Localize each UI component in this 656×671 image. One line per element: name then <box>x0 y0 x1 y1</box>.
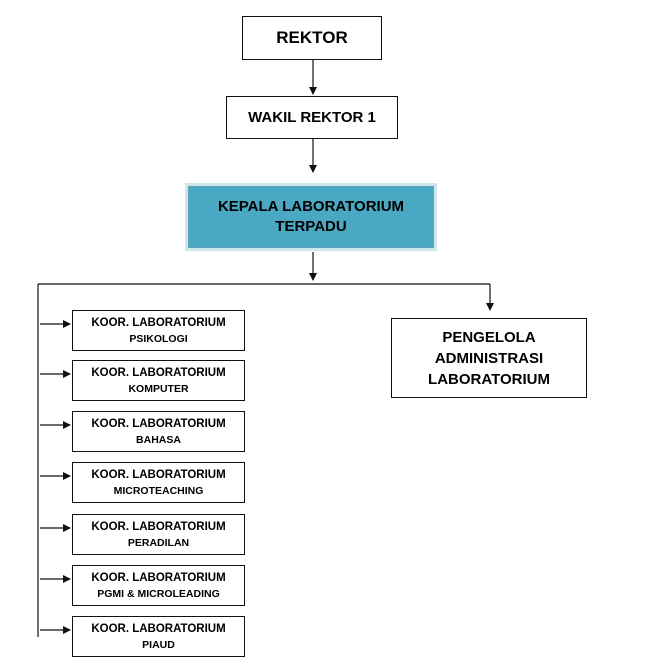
pengelola-administrasi-box: PENGELOLA ADMINISTRASI LABORATORIUM <box>391 318 587 398</box>
koor-unit-label: KOMPUTER <box>128 383 189 395</box>
koor-unit-label: PGMI & MICROLEADING <box>97 588 220 600</box>
koor-box: KOOR. LABORATORIUM MICROTEACHING <box>72 462 245 503</box>
koor-unit-label: MICROTEACHING <box>113 485 204 497</box>
koor-box: KOOR. LABORATORIUM BAHASA <box>72 411 245 452</box>
koor-box: KOOR. LABORATORIUM PERADILAN <box>72 514 245 555</box>
koor-arrows <box>40 320 71 634</box>
koor-title: KOOR. LABORATORIUM <box>91 469 226 481</box>
koor-unit-label: PERADILAN <box>127 537 190 549</box>
koor-title: KOOR. LABORATORIUM <box>91 317 226 329</box>
koor-title: KOOR. LABORATORIUM <box>91 521 226 533</box>
koor-box: KOOR. LABORATORIUM KOMPUTER <box>72 360 245 401</box>
koor-unit-label: PIAUD <box>142 639 175 651</box>
koor-title: KOOR. LABORATORIUM <box>91 418 226 430</box>
koor-box: KOOR. LABORATORIUM PIAUD <box>72 616 245 657</box>
koor-box: KOOR. LABORATORIUM PSIKOLOGI <box>72 310 245 351</box>
koor-title: KOOR. LABORATORIUM <box>91 367 226 379</box>
kepala-laboratorium-box: KEPALA LABORATORIUM TERPADU <box>188 186 434 248</box>
rektor-box: REKTOR <box>242 16 382 60</box>
koor-unit-label: BAHASA <box>136 434 181 446</box>
koor-box: KOOR. LABORATORIUM PGMI & MICROLEADING <box>72 565 245 606</box>
koor-title: KOOR. LABORATORIUM <box>91 623 226 635</box>
koor-unit-label: PSIKOLOGI <box>129 333 188 345</box>
koor-title: KOOR. LABORATORIUM <box>91 572 226 584</box>
wakil-rektor-box: WAKIL REKTOR 1 <box>226 96 398 139</box>
